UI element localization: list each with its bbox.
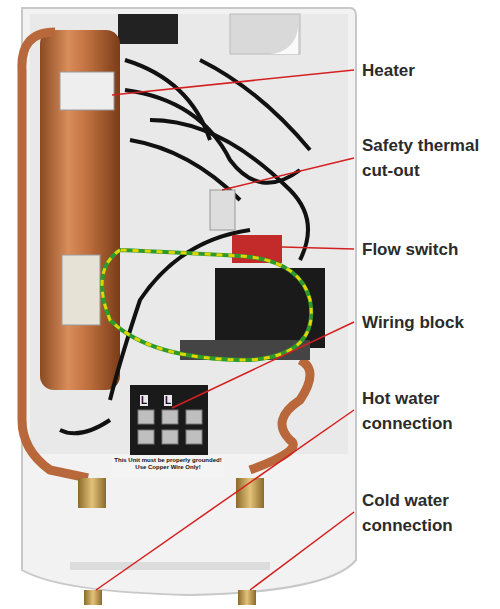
terminal-mark: L	[140, 395, 148, 406]
part-label: Hot water connection	[362, 386, 496, 436]
part-label: Wiring block	[362, 310, 496, 335]
warning-note: This Unit must be properly grounded! Use…	[114, 457, 222, 471]
part-label: Heater	[362, 58, 496, 83]
part-label: Flow switch	[362, 237, 496, 262]
terminal-mark: L	[164, 395, 172, 406]
part-label: Safety thermal cut-out	[362, 133, 496, 183]
part-label: Cold water connection	[362, 488, 496, 538]
